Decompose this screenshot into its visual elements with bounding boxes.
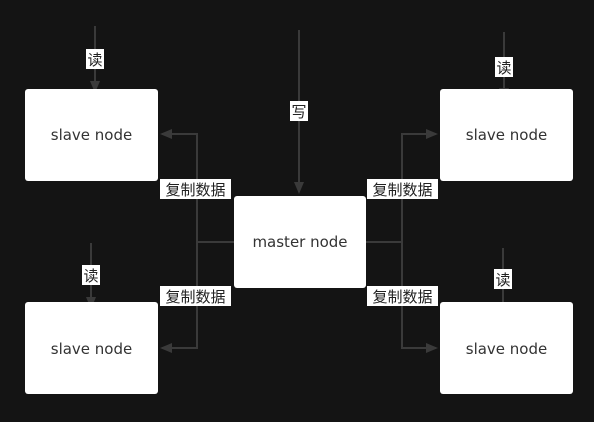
slave-node-top-right: slave node (440, 89, 573, 181)
write-label: 写 (290, 101, 308, 121)
master-node-label: master node (252, 233, 347, 251)
replicate-label-bottom-right: 复制数据 (367, 286, 438, 306)
read-label-top-right: 读 (495, 57, 513, 77)
slave-node-top-right-label: slave node (466, 126, 547, 144)
slave-node-bottom-right: slave node (440, 302, 573, 394)
replicate-label-text: 复制数据 (165, 288, 225, 306)
slave-node-bottom-left-label: slave node (51, 340, 132, 358)
read-label-text: 读 (87, 51, 102, 69)
replicate-label-text: 复制数据 (372, 288, 432, 306)
master-node: master node (234, 196, 366, 288)
replicate-label-text: 复制数据 (372, 181, 432, 199)
slave-node-bottom-left: slave node (25, 302, 158, 394)
replicate-label-top-right: 复制数据 (367, 179, 438, 199)
read-label-bottom-right: 读 (494, 269, 512, 289)
replicate-label-top-left: 复制数据 (160, 179, 231, 199)
read-label-text: 读 (495, 271, 510, 289)
slave-node-top-left-label: slave node (51, 126, 132, 144)
read-label-text: 读 (496, 59, 511, 77)
read-label-top-left: 读 (86, 49, 104, 69)
replicate-label-bottom-left: 复制数据 (160, 286, 231, 306)
read-label-text: 读 (83, 267, 98, 285)
slave-node-bottom-right-label: slave node (466, 340, 547, 358)
read-label-bottom-left: 读 (82, 265, 100, 285)
write-label-text: 写 (291, 103, 306, 121)
replicate-label-text: 复制数据 (165, 181, 225, 199)
slave-node-top-left: slave node (25, 89, 158, 181)
